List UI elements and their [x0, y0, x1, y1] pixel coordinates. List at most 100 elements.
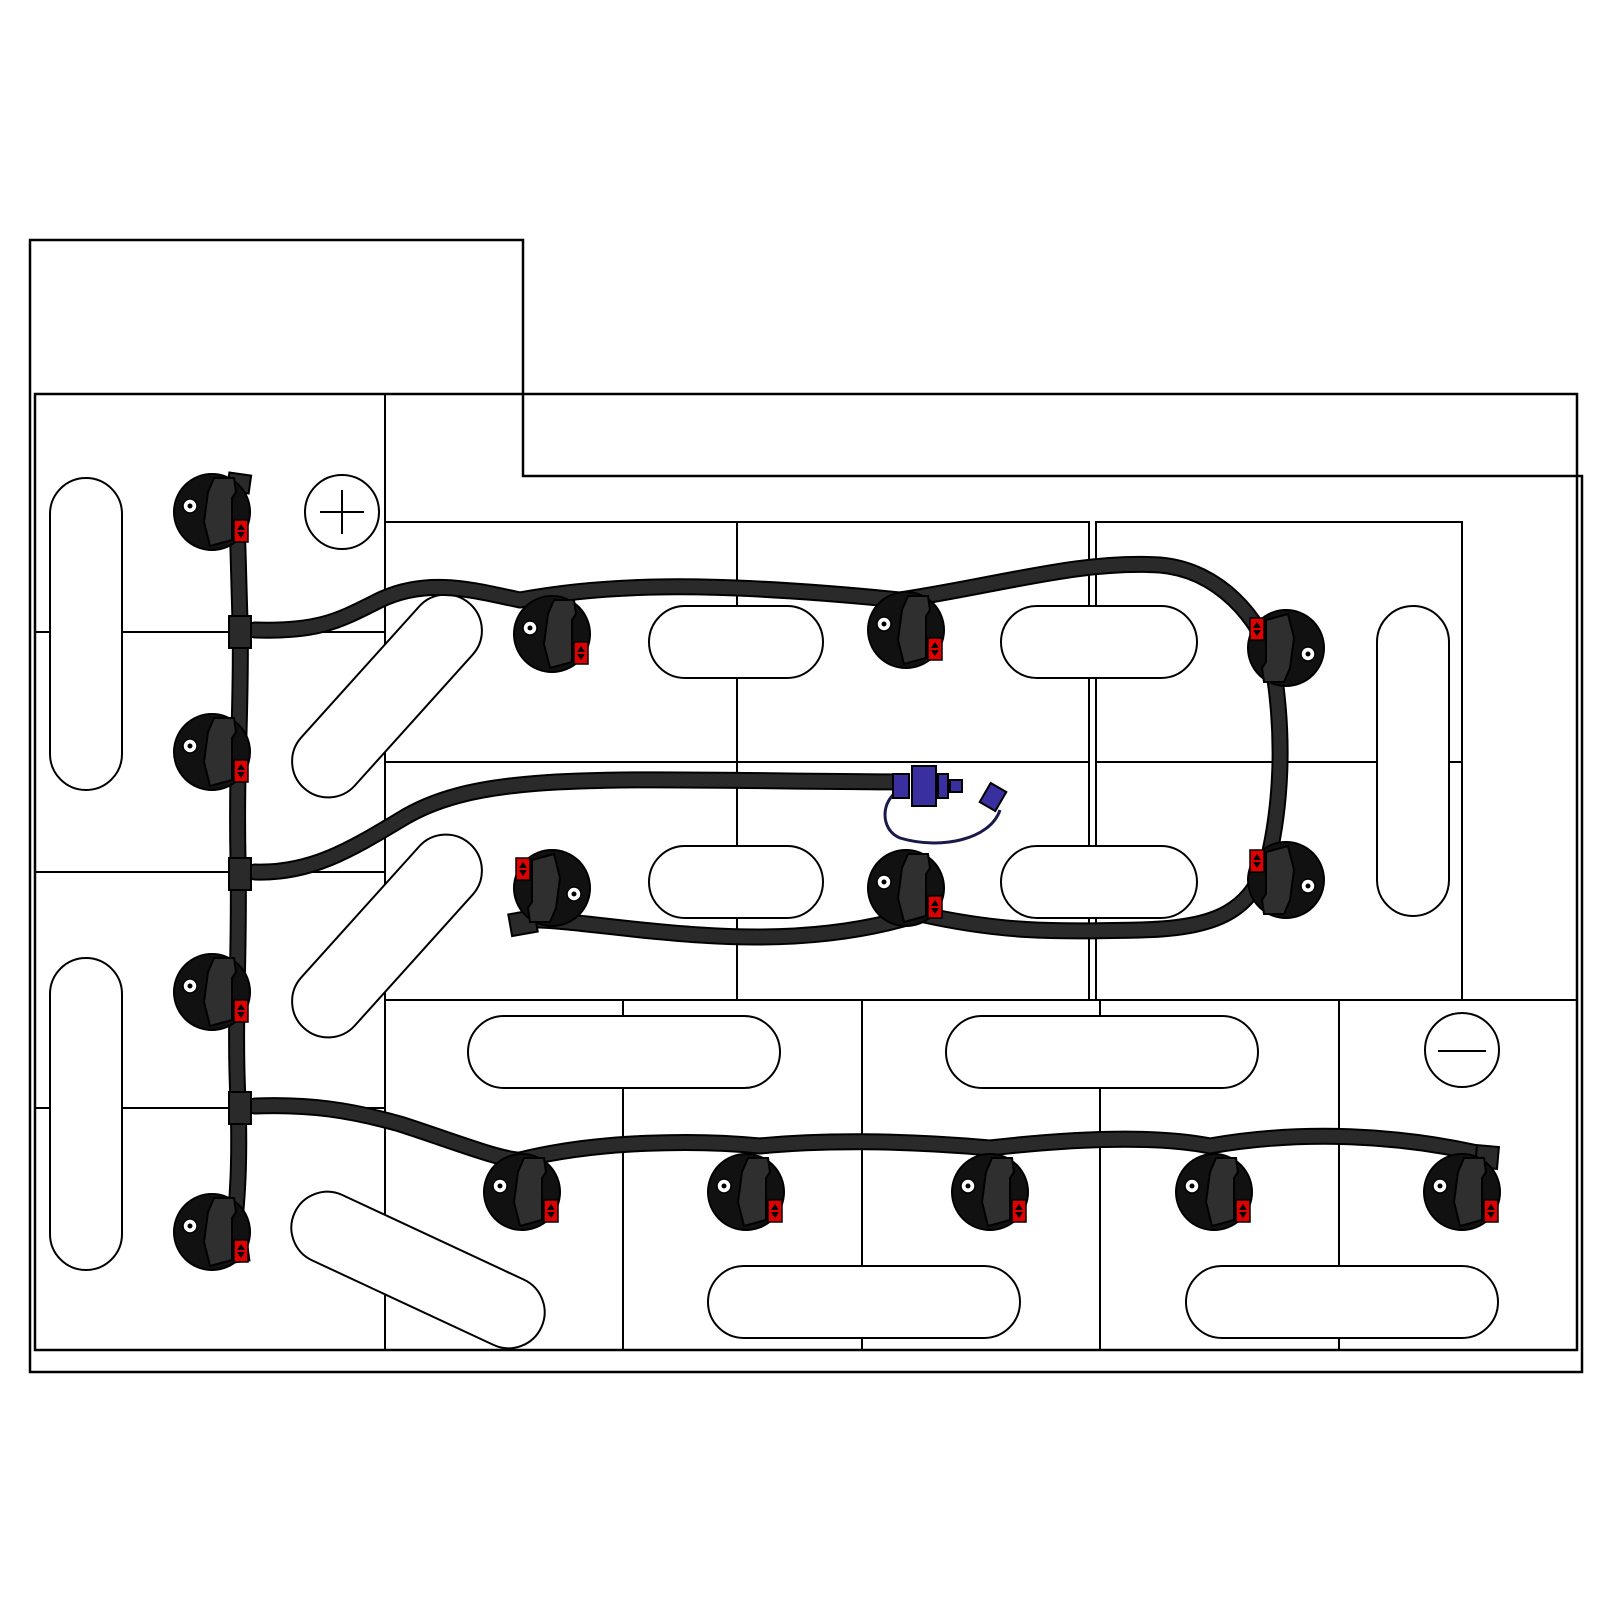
valve-port-center: [721, 1183, 727, 1189]
vent-slot: [291, 593, 483, 799]
plug-valve: [1175, 1153, 1253, 1231]
vent-slot: [49, 477, 123, 791]
battery-tray: [28, 238, 1584, 1374]
tee-connector: [228, 615, 252, 649]
valve-indicator: [767, 1199, 783, 1223]
indicator-arrows: [1015, 1204, 1023, 1218]
valve-indicator: [515, 857, 531, 881]
vent-slot: [945, 1015, 1259, 1089]
valve-port-center: [527, 625, 533, 631]
coupling-connector[interactable]: [883, 765, 1008, 845]
indicator-arrows: [237, 1244, 245, 1258]
vent-slot: [290, 1190, 546, 1350]
valve-indicator: [543, 1199, 559, 1223]
tee-connectors: [228, 615, 252, 1125]
tray-outline: [28, 238, 1584, 1374]
valve-lever: [1452, 1157, 1488, 1228]
vent-slot: [291, 833, 483, 1039]
vent-slot: [467, 1015, 781, 1089]
valve-indicator: [233, 999, 249, 1023]
valve-indicator: [233, 519, 249, 543]
valve-lever: [1260, 612, 1296, 683]
plug-valve: [867, 591, 945, 669]
plug-valve: [707, 1153, 785, 1231]
vent-slot: [1376, 605, 1450, 917]
coupling-collar: [892, 773, 910, 799]
plug-valve: [173, 1193, 251, 1271]
coupling-cap: [978, 781, 1008, 813]
valve-port-center: [497, 1183, 503, 1189]
valve-lever: [542, 599, 578, 670]
indicator-arrows: [1487, 1204, 1495, 1218]
vent-slot: [1185, 1265, 1499, 1339]
plug-valve: [173, 473, 251, 551]
valve-port-center: [187, 1223, 193, 1229]
valve-lever: [202, 1197, 238, 1268]
valve-indicator: [1235, 1199, 1251, 1223]
indicator-arrows: [1253, 622, 1261, 636]
valve-lever: [526, 852, 562, 923]
indicator-arrows: [931, 642, 939, 656]
valve-port-center: [965, 1183, 971, 1189]
vent-slot: [1000, 605, 1198, 679]
valve-indicator: [233, 1239, 249, 1263]
valve-port-center: [571, 891, 577, 897]
indicator-arrows: [547, 1204, 555, 1218]
valve-port-center: [881, 621, 887, 627]
valve-port-center: [1189, 1183, 1195, 1189]
plug-valve: [867, 849, 945, 927]
plug-valve: [513, 849, 591, 927]
plug-valve: [483, 1153, 561, 1231]
coupling-nut: [937, 773, 949, 799]
plug-valve: [1247, 841, 1325, 919]
valve-port-center: [1305, 883, 1311, 889]
coupling-body: [911, 765, 937, 807]
valve-lever: [202, 957, 238, 1028]
vent-slots: [49, 477, 1499, 1350]
vent-slot: [1000, 845, 1198, 919]
valve-indicator: [927, 637, 943, 661]
valve-lever: [1204, 1157, 1240, 1228]
indicator-arrows: [237, 764, 245, 778]
indicator-arrows: [931, 900, 939, 914]
vent-slot: [648, 845, 824, 919]
vent-slot: [707, 1265, 1021, 1339]
tee-connector: [228, 1091, 252, 1125]
plug-valve: [951, 1153, 1029, 1231]
valve-lever: [896, 853, 932, 924]
valve-port-center: [1305, 651, 1311, 657]
positive-terminal: [304, 474, 380, 550]
valve-indicator: [233, 759, 249, 783]
valve-lever: [980, 1157, 1016, 1228]
tee-connector: [228, 857, 252, 891]
valve-indicator: [573, 641, 589, 665]
valve-lever: [1260, 844, 1296, 915]
valve-port-center: [187, 983, 193, 989]
indicator-arrows: [237, 1004, 245, 1018]
valve-indicator: [1249, 849, 1265, 873]
vent-slot: [648, 605, 824, 679]
coupling-tube: [883, 788, 1002, 845]
valve-lever: [736, 1157, 772, 1228]
indicator-arrows: [519, 862, 527, 876]
indicator-arrows: [577, 646, 585, 660]
valve-indicator: [1249, 617, 1265, 641]
vent-slot: [49, 957, 123, 1271]
valve-port-center: [187, 503, 193, 509]
indicator-arrows: [237, 524, 245, 538]
plug-valve: [1247, 609, 1325, 687]
valve-indicator: [1483, 1199, 1499, 1223]
valve-lever: [202, 717, 238, 788]
valve-port-center: [1437, 1183, 1443, 1189]
plug-valves: [173, 473, 1501, 1271]
valve-indicator: [927, 895, 943, 919]
cell: [1338, 999, 1578, 1351]
indicator-arrows: [771, 1204, 779, 1218]
coupling-tip: [949, 779, 963, 793]
valve-port-center: [881, 879, 887, 885]
valve-lever: [896, 595, 932, 666]
plug-valve: [513, 595, 591, 673]
indicator-arrows: [1253, 854, 1261, 868]
valve-lever: [512, 1157, 548, 1228]
